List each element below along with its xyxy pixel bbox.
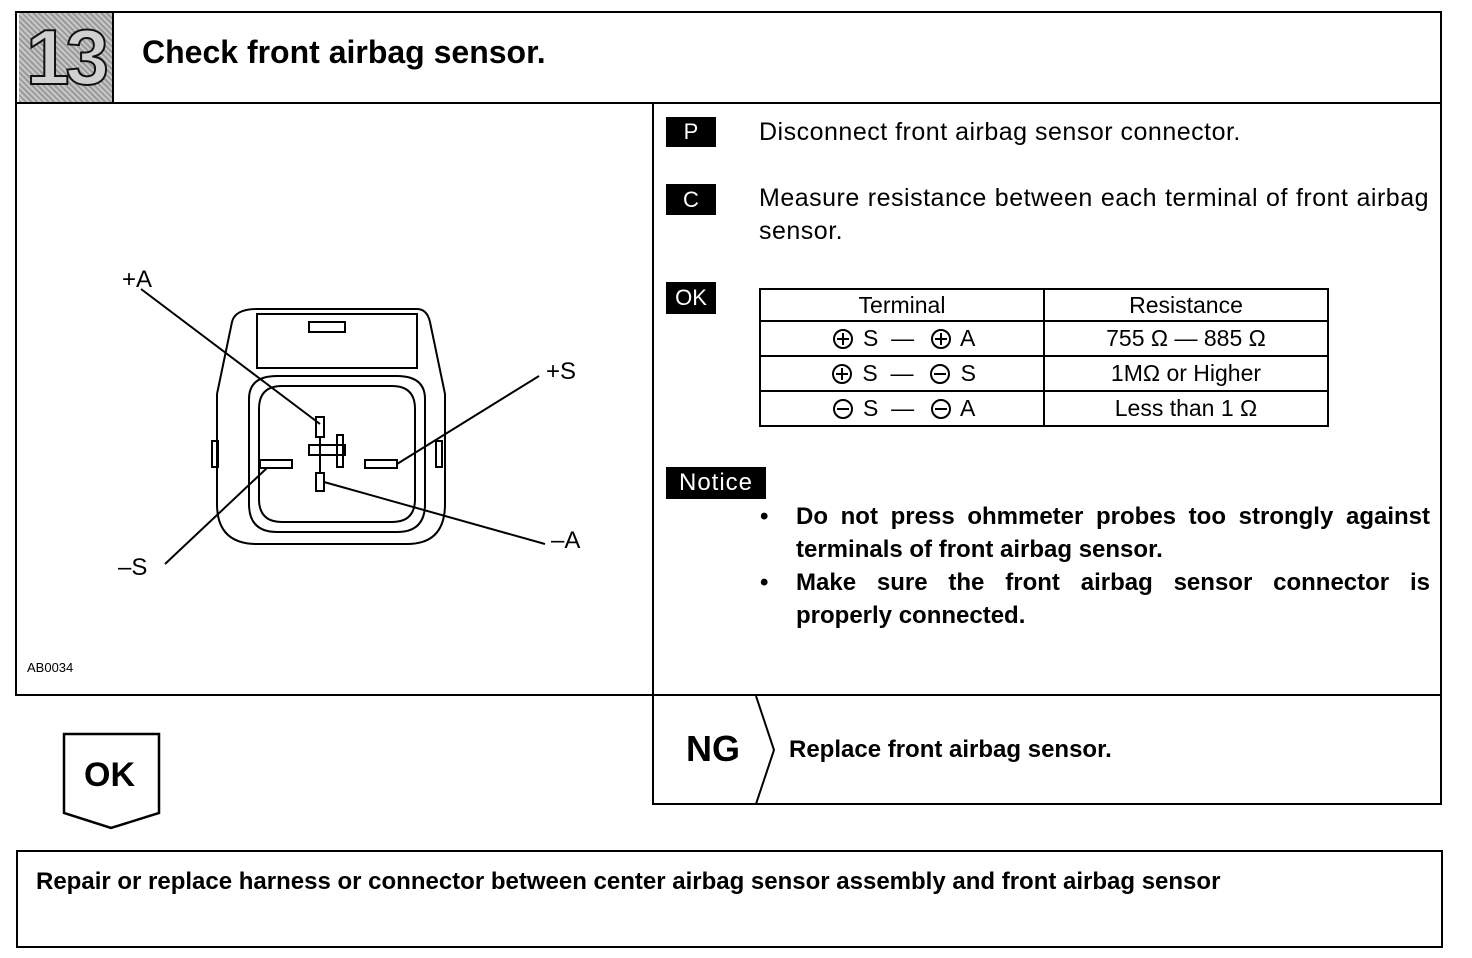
- header-divider: [15, 102, 1442, 104]
- leader-plus-a: [140, 288, 321, 425]
- notice-list: •Do not press ohmmeter probes too strong…: [760, 500, 1430, 632]
- plus-circle-icon: [832, 329, 853, 349]
- header-resistance: Resistance: [1043, 288, 1329, 322]
- resistance-cell: Less than 1 Ω: [1043, 390, 1329, 427]
- leader-minus-a: [323, 481, 546, 545]
- connector-lock-notch: [308, 321, 346, 333]
- connector-lock-tab: [256, 313, 418, 369]
- procedure-text: Disconnect front airbag sensor connector…: [759, 118, 1241, 146]
- label-plus-a: +A: [122, 266, 153, 293]
- resistance-cell: 755 Ω — 885 Ω: [1043, 320, 1329, 357]
- check-tag: C: [666, 184, 716, 215]
- ok-spec-tag: OK: [666, 282, 716, 314]
- terminal-plus-a: [315, 416, 325, 438]
- terminal-short-bar: [308, 444, 346, 456]
- leader-minus-s: [164, 467, 268, 565]
- terminal-minus-a: [315, 472, 325, 492]
- ng-chevron: [755, 696, 776, 804]
- label-minus-s: –S: [118, 554, 148, 581]
- notice-item: •Do not press ohmmeter probes too strong…: [760, 503, 1430, 563]
- label-minus-a: –A: [551, 527, 581, 554]
- connector-diagram: [140, 288, 546, 565]
- ok-result-label: OK: [84, 756, 135, 794]
- terminal-cell: S — S: [759, 355, 1045, 392]
- ng-label: NG: [686, 728, 740, 769]
- connector-outer-body: [216, 308, 446, 545]
- connector-side-left: [211, 440, 219, 468]
- plus-circle-icon: [930, 329, 951, 349]
- resistance-cell: 1MΩ or Higher: [1043, 355, 1329, 392]
- table-row: S — A Less than 1 Ω: [759, 390, 1329, 427]
- minus-circle-icon: [832, 399, 853, 419]
- ng-box: [652, 694, 1442, 805]
- minus-circle-icon: [930, 399, 951, 419]
- resistance-table: Terminal Resistance S — A 755 Ω — 885 Ω …: [759, 288, 1329, 427]
- step-title: Check front airbag sensor.: [142, 34, 546, 70]
- column-divider: [652, 102, 654, 696]
- final-action-text: Repair or replace harness or connector b…: [36, 868, 1221, 895]
- plus-circle-icon: [831, 364, 852, 384]
- connector-inner-rim: [258, 385, 416, 523]
- header-terminal: Terminal: [759, 288, 1045, 322]
- step-number: 13: [19, 12, 114, 102]
- label-plus-s: +S: [546, 358, 577, 385]
- ok-arrow-box: [62, 732, 161, 830]
- minus-circle-icon: [930, 364, 951, 384]
- table-row: S — S 1MΩ or Higher: [759, 355, 1329, 392]
- table-row: S — A 755 Ω — 885 Ω: [759, 320, 1329, 357]
- terminal-minus-s: [259, 459, 293, 469]
- notice-item: •Make sure the front airbag sensor conne…: [760, 569, 1430, 629]
- figure-id: AB0034: [27, 660, 74, 675]
- leader-plus-s: [396, 375, 540, 465]
- procedure-tag: P: [666, 117, 716, 147]
- connector-side-right: [435, 440, 443, 468]
- connector-inner-body: [248, 375, 426, 533]
- check-text: Measure resistance between each terminal…: [759, 184, 1429, 245]
- final-action-box: [16, 850, 1443, 948]
- terminal-cell: S — A: [759, 320, 1045, 357]
- terminal-plus-s: [364, 459, 398, 469]
- ng-text: Replace front airbag sensor.: [789, 736, 1112, 763]
- terminal-cell: S — A: [759, 390, 1045, 427]
- table-header-row: Terminal Resistance: [759, 288, 1329, 322]
- notice-tag: Notice: [666, 467, 766, 499]
